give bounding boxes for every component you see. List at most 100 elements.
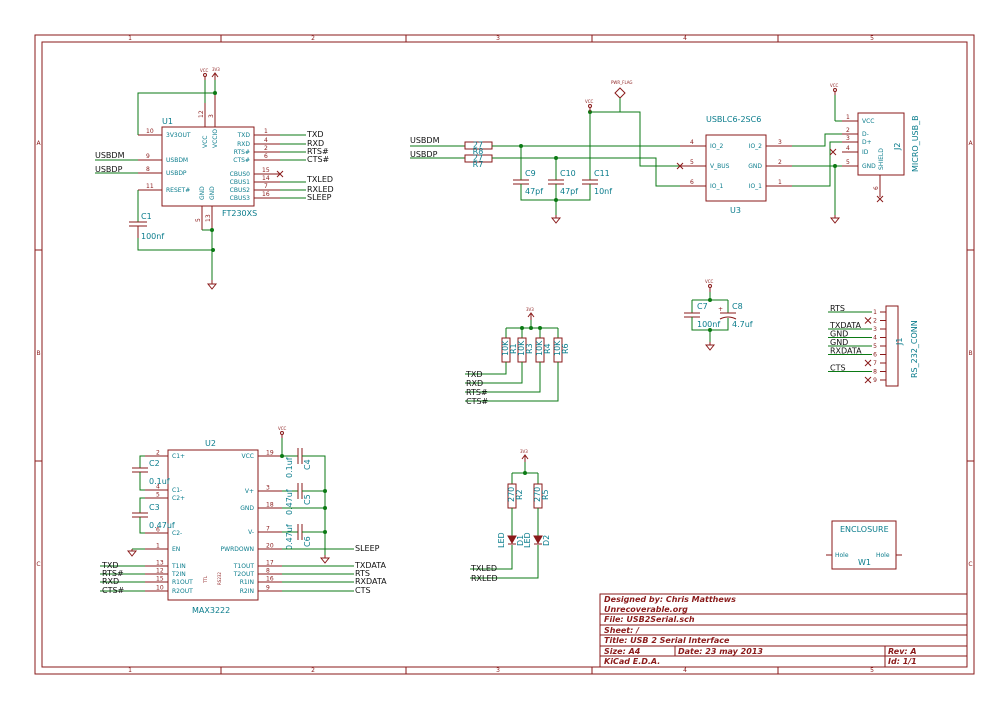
svg-text:Hole: Hole: [835, 552, 849, 559]
u2-pin-label: EN: [172, 546, 180, 553]
j1-pin-number: 1: [873, 309, 877, 316]
j1-pin-number: 5: [873, 343, 877, 350]
svg-text:VCC: VCC: [200, 68, 209, 73]
j1-pin-number: 9: [873, 377, 877, 384]
net-rts: RTS#: [307, 147, 329, 156]
u2-pin-label: T1IN: [171, 563, 186, 570]
svg-text:4: 4: [264, 137, 268, 144]
frame-col-label: 1: [128, 35, 132, 42]
u2-pin-label: R2IN: [240, 588, 254, 595]
j2-micro-usb[interactable]: VCC D- D+ ID GND 1 2 3 4 5 SHIELD 6 J2 M…: [829, 112, 920, 203]
j1-pin-number: 6: [873, 352, 877, 359]
j1-net-label: TXDATA: [829, 321, 862, 330]
tb-sheet: Sheet: /: [604, 626, 640, 635]
caps-c7-c8[interactable]: VCC + C7 100nf C8 4.7uf: [684, 279, 753, 351]
caps-c9-c10-c11[interactable]: C9 47pf C10 47pf C11 10nf: [513, 112, 612, 224]
tb-designer: Designed by: Chris Matthews: [604, 595, 736, 604]
svg-text:VCC: VCC: [705, 279, 714, 284]
svg-text:3V3OUT: 3V3OUT: [166, 132, 191, 139]
svg-text:4: 4: [846, 145, 850, 152]
svg-text:IO_2: IO_2: [749, 143, 762, 150]
frame-row-label: B: [36, 350, 40, 357]
svg-text:RXD: RXD: [102, 577, 119, 586]
svg-text:C11: C11: [594, 169, 610, 178]
j1-net-label: GND: [830, 338, 848, 347]
svg-text:D+: D+: [862, 139, 872, 146]
u3-usblc6[interactable]: USBLC6-2SC6 U3 IO_2 V_BUS IO_1 IO_2 GND …: [676, 115, 792, 215]
net-sleep: SLEEP: [307, 193, 332, 202]
svg-text:R2: R2: [515, 489, 524, 500]
j1-pin-number: 2: [873, 318, 877, 325]
u1-ft230xs[interactable]: U1 FT230XS 3V3OUT USBDM USBDP RESET# 10 …: [138, 93, 284, 230]
svg-text:CBUS0: CBUS0: [230, 171, 251, 178]
svg-text:MAX3222: MAX3222: [192, 606, 230, 615]
u2-pin-label: C2-: [172, 530, 182, 537]
svg-text:7: 7: [264, 183, 268, 190]
u2-max3222[interactable]: U2 MAX3222 C1+2C1-4C2+5C2-6EN1T1IN13T2IN…: [145, 439, 282, 615]
pullup-resistor-array[interactable]: 3V3 10K 10K 10K 10K R1 R3 R4 R6 TXD RXD …: [465, 307, 570, 406]
svg-text:2: 2: [846, 127, 850, 134]
net-cts: CTS#: [307, 155, 330, 164]
svg-text:USBDM: USBDM: [166, 157, 188, 164]
svg-text:13: 13: [205, 214, 212, 222]
svg-text:TXLED: TXLED: [470, 564, 497, 573]
u2-pin-number: 6: [156, 527, 160, 534]
svg-text:SHIELD: SHIELD: [878, 148, 885, 170]
tb-tool: KiCad E.D.A.: [604, 657, 660, 666]
enclosure-w1[interactable]: ENCLOSURE Hole Hole W1: [826, 520, 902, 570]
title-block: Designed by: Chris Matthews Unrecoverabl…: [599, 593, 968, 668]
svg-text:C2: C2: [149, 459, 160, 468]
svg-text:VCC: VCC: [202, 136, 209, 148]
svg-text:TXD: TXD: [237, 132, 251, 139]
u2-capacitors[interactable]: C2 0.1uf C3 0.47uf C4 0.1uf C5 0.47uf C6: [126, 426, 380, 564]
u2-pin-label: C2+: [172, 495, 185, 502]
svg-text:R1: R1: [509, 343, 518, 354]
svg-text:3: 3: [778, 139, 782, 146]
svg-text:RXD: RXD: [237, 141, 250, 148]
c1-capacitor[interactable]: C1 100nf: [129, 212, 164, 241]
svg-text:R3: R3: [525, 343, 534, 354]
svg-text:U3: U3: [730, 206, 741, 215]
svg-text:R7: R7: [473, 160, 484, 169]
svg-text:TTL: TTL: [203, 575, 208, 584]
u2-pin-label: V-: [248, 529, 254, 536]
svg-text:10K: 10K: [517, 340, 526, 356]
svg-text:RESET#: RESET#: [166, 187, 190, 194]
svg-text:1: 1: [778, 179, 782, 186]
svg-text:15: 15: [262, 167, 270, 174]
u2-pin-label: GND: [240, 505, 254, 512]
j1-net-label: CTS: [830, 364, 846, 373]
svg-text:10K: 10K: [553, 340, 562, 356]
svg-text:CTS#: CTS#: [233, 157, 250, 164]
frame-col-label: 2: [311, 35, 315, 42]
svg-text:IO_1: IO_1: [710, 183, 723, 190]
svg-text:27: 27: [473, 154, 483, 163]
u2-pin-number: 19: [266, 450, 274, 457]
svg-text:0.47uf: 0.47uf: [285, 489, 294, 515]
svg-text:RTS#: RTS#: [466, 388, 488, 397]
u2-pin-number: 12: [156, 568, 164, 575]
svg-text:PWR_FLAG: PWR_FLAG: [611, 80, 633, 85]
svg-text:0.1uf: 0.1uf: [149, 477, 170, 486]
j1-pin-number: 3: [873, 326, 877, 333]
svg-text:6: 6: [873, 186, 880, 190]
u2-pin-number: 10: [156, 585, 164, 592]
frame-row-label: C: [968, 561, 972, 568]
frame-row-label: B: [968, 350, 972, 357]
frame-row-label: A: [968, 140, 973, 147]
net-usbdp-left: USBDP: [95, 165, 123, 174]
led-indicators[interactable]: 3V3 270 270 R2 R5 LED D1 LED D2 TXLED RX…: [470, 449, 551, 583]
u2-pin-label: VCC: [242, 453, 254, 460]
svg-text:ID: ID: [862, 149, 869, 156]
svg-text:C7: C7: [697, 302, 708, 311]
usb-input-resistors[interactable]: USBDM USBDP 27 27 R8 R7: [410, 136, 680, 187]
svg-text:IO_1: IO_1: [749, 183, 762, 190]
u2-pin-label: R1OUT: [172, 579, 193, 586]
svg-text:C5: C5: [303, 494, 312, 505]
svg-text:6: 6: [264, 153, 268, 160]
u2-pin-number: 4: [156, 484, 160, 491]
svg-text:U2: U2: [205, 439, 216, 448]
j1-net-label: RTS: [830, 304, 845, 313]
svg-text:J2: J2: [893, 143, 902, 151]
